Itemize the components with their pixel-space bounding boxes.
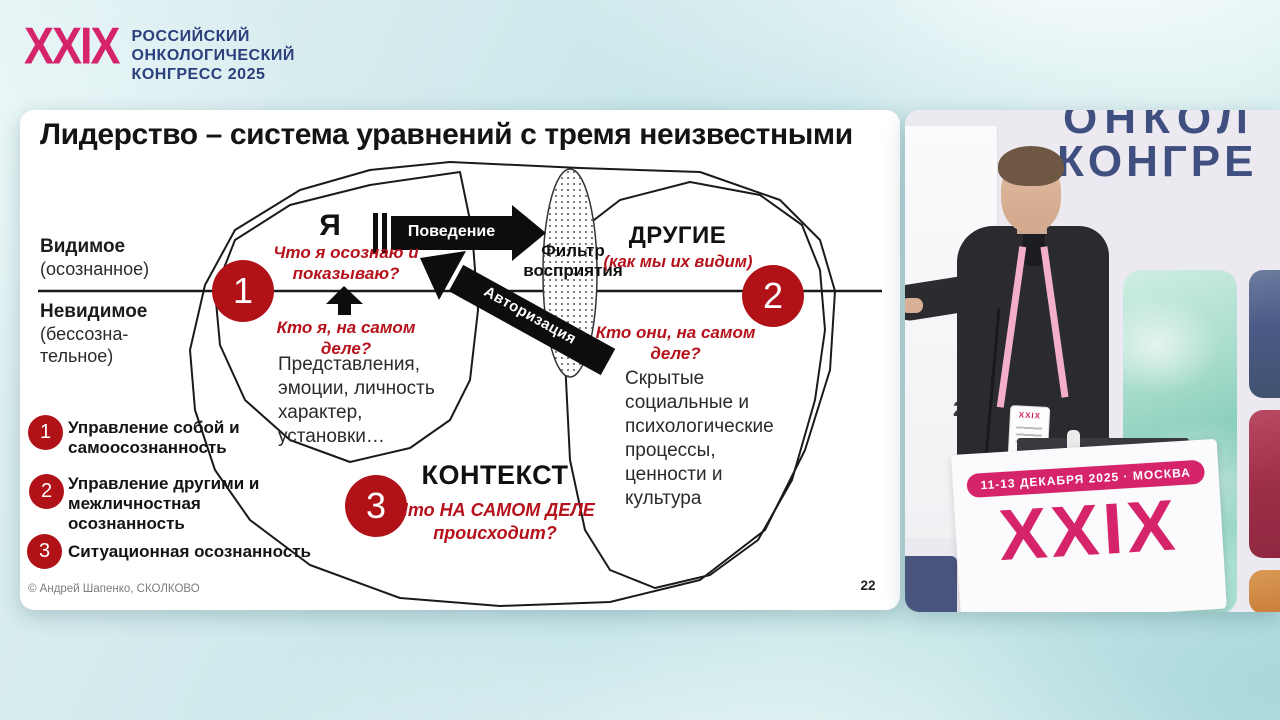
others-sublabel: (как мы их видим) [603, 253, 753, 271]
podium-roman: XXIX [996, 485, 1182, 577]
others-blob-outline [564, 181, 826, 589]
presentation-slide: Лидерство – система уравнений с тремя не… [20, 110, 900, 610]
congress-logo-text: РОССИЙСКИЙ ОНКОЛОГИЧЕСКИЙ КОНГРЕСС 2025 [132, 22, 295, 85]
self-label: Я [319, 209, 341, 242]
axis-label-visible: Видимое [40, 236, 126, 257]
behavior-arrow [373, 205, 546, 261]
legend-3-circle: 3 [27, 534, 62, 569]
legend-1-circle: 1 [28, 415, 63, 450]
axis-label-invisible-sub1: (бессозна- [40, 324, 129, 344]
others-hidden-description: Скрытые социальные и психологические про… [625, 368, 774, 509]
speaker-video-panel: 22 ОНКОЛ КОНГРЕ XXIX 11-13 ДЕКАБРЯ 2025 … [905, 110, 1280, 612]
leadership-diagram [38, 161, 882, 607]
legend-1-text: Управление собой и самоосознанность [68, 418, 240, 458]
authorization-arrow [420, 251, 616, 376]
context-blob-outline [189, 161, 836, 607]
question-context: Что НА САМОМ ДЕЛЕ происходит? [395, 500, 595, 543]
congress-name-line1: РОССИЙСКИЙ [131, 28, 250, 45]
slide-title: Лидерство – система уравнений с тремя не… [40, 118, 853, 151]
circle-3 [345, 475, 407, 537]
backdrop-card-red [1249, 410, 1280, 558]
backdrop-card-blue [1249, 270, 1280, 398]
podium: 11-13 ДЕКАБРЯ 2025 · МОСКВА XXIX [951, 438, 1227, 612]
others-label: ДРУГИЕ [628, 222, 727, 249]
speaker-hair [998, 146, 1064, 186]
congress-logo-roman: XXIX [24, 16, 121, 75]
circle-3-number: 3 [365, 485, 387, 526]
slide-page-number: 22 [860, 578, 876, 593]
circle-1-number: 1 [232, 270, 254, 311]
slide-copyright: © Андрей Шапенко, СКОЛКОВО [28, 583, 200, 595]
question-self-visible: Что я осознаю и показываю? [273, 243, 419, 284]
backdrop-text-line2: КОНГРЕ [1057, 137, 1258, 186]
question-others-hidden: Кто они, на самом деле? [595, 323, 756, 364]
circle-2 [742, 265, 804, 327]
legend-3-text: Ситуационная осознанность [68, 542, 311, 561]
congress-name-line2: ОНКОЛОГИЧЕСКИЙ [131, 47, 295, 65]
speaker-collar [1023, 232, 1045, 266]
behavior-arrow-label: Поведение [407, 223, 496, 240]
circle-2-number: 2 [762, 275, 784, 316]
speaker-hand [905, 298, 923, 313]
axis-label-invisible-sub2: тельное) [40, 346, 114, 366]
backdrop-text-line1: ОНКОЛ [1063, 110, 1255, 143]
self-hidden-description: Представления, эмоции, личность характер… [278, 354, 435, 447]
speaker-badge-text: XXIX [1018, 410, 1042, 421]
congress-logo: XXIX РОССИЙСКИЙ ОНКОЛОГИЧЕСКИЙ КОНГРЕСС … [24, 16, 295, 85]
legend-2-text: Управление другими и межличностная осозн… [68, 474, 260, 534]
legend-2-circle: 2 [29, 474, 64, 509]
self-blob-outline [214, 171, 479, 463]
congress-name-line3: КОНГРЕСС 2025 [131, 66, 266, 84]
backdrop-card-orange [1249, 570, 1280, 612]
circle-1 [212, 260, 274, 322]
axis-label-invisible: Невидимое [40, 301, 148, 322]
context-label: КОНТЕКСТ [421, 460, 569, 490]
perception-filter-label: Фильтр восприятия [523, 241, 623, 281]
self-up-arrow [326, 286, 363, 315]
question-self-hidden: Кто я, на самом деле? [276, 318, 416, 359]
blue-object [905, 556, 957, 612]
axis-label-visible-sub: (осознанное) [40, 259, 150, 279]
